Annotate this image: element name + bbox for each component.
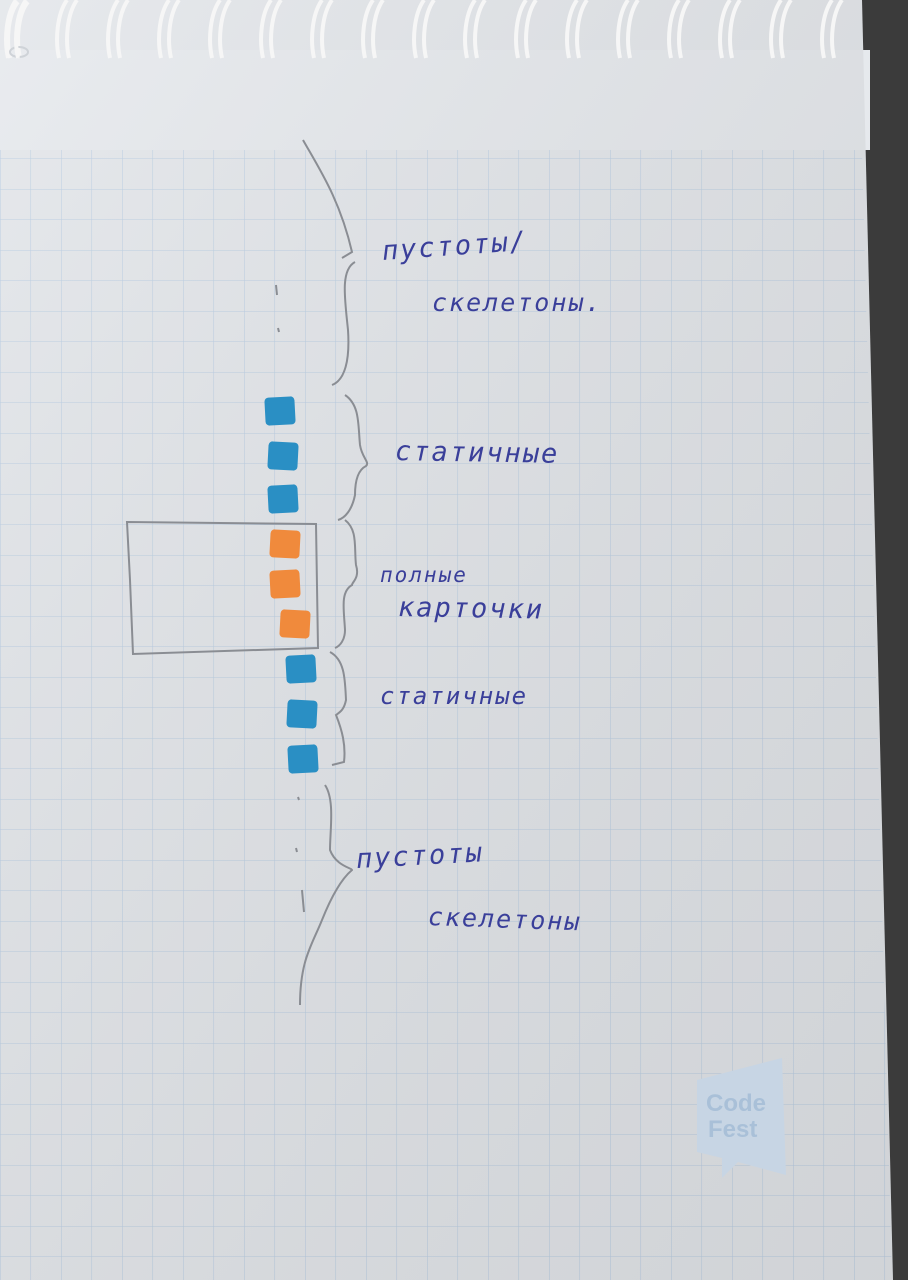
spiral-ring: [269, 0, 283, 59]
annotation-full-cards-line1: полные: [380, 563, 468, 587]
static-card-square: [267, 441, 299, 471]
annotation-static-top: статичные: [394, 436, 560, 470]
spiral-ring: [310, 0, 324, 59]
full-cards-frame: [125, 520, 320, 656]
spiral-ring: [167, 0, 181, 59]
annotation-static-bottom: статичные: [380, 682, 529, 710]
static-card-square: [264, 396, 296, 426]
spiral-ring: [116, 0, 130, 59]
annotation-bottom-empty-line2: скелетоны: [427, 902, 582, 937]
spiral-ring: [218, 0, 232, 59]
spiral-ring: [422, 0, 436, 59]
static-card-square: [285, 654, 317, 684]
full-card-square: [279, 609, 311, 639]
spiral-ring: [320, 0, 334, 59]
spiral-ring: [728, 0, 742, 59]
full-card-square: [269, 569, 301, 599]
braces: [299, 139, 369, 1006]
spiral-ring: [769, 0, 783, 59]
spiral-ring: [463, 0, 477, 59]
spiral-ring: [830, 0, 844, 59]
spiral-ring: [106, 0, 120, 59]
logo-word-fest: Fest: [708, 1116, 758, 1143]
spiral-ring: [575, 0, 589, 59]
spiral-ring: [820, 0, 834, 59]
spiral-ring: [361, 0, 375, 59]
full-card-square: [269, 529, 301, 559]
spiral-ring: [371, 0, 385, 59]
spiral-ring: [412, 0, 426, 59]
spiral-ring: [65, 0, 79, 59]
spiral-ring: [208, 0, 222, 59]
spiral-ring: [616, 0, 630, 59]
spiral-ring: [14, 0, 28, 59]
spiral-ring: [718, 0, 732, 59]
annotation-top-empty-line2: скелетоны.: [432, 288, 603, 317]
spiral-ring: [565, 0, 579, 59]
spiral-ring: [473, 0, 487, 59]
static-card-square: [267, 484, 299, 514]
spiral-ring: [667, 0, 681, 59]
spiral-ring: [524, 0, 538, 59]
spiral-ring: [677, 0, 691, 59]
logo-word-code: Code: [706, 1090, 766, 1117]
codefest-logo: [697, 1058, 786, 1178]
spiral-ring: [55, 0, 69, 59]
static-card-square: [287, 744, 319, 774]
static-card-square: [286, 699, 318, 729]
spiral-ring: [4, 0, 18, 59]
spiral-ring: [259, 0, 273, 59]
annotation-full-cards-line2: карточки: [397, 592, 545, 626]
card-squares: [264, 396, 319, 774]
pencil-dots: [275, 284, 305, 913]
spiral-ring: [626, 0, 640, 59]
spiral-ring: [779, 0, 793, 59]
spiral-ring: [514, 0, 528, 59]
spiral-ring: [157, 0, 171, 59]
